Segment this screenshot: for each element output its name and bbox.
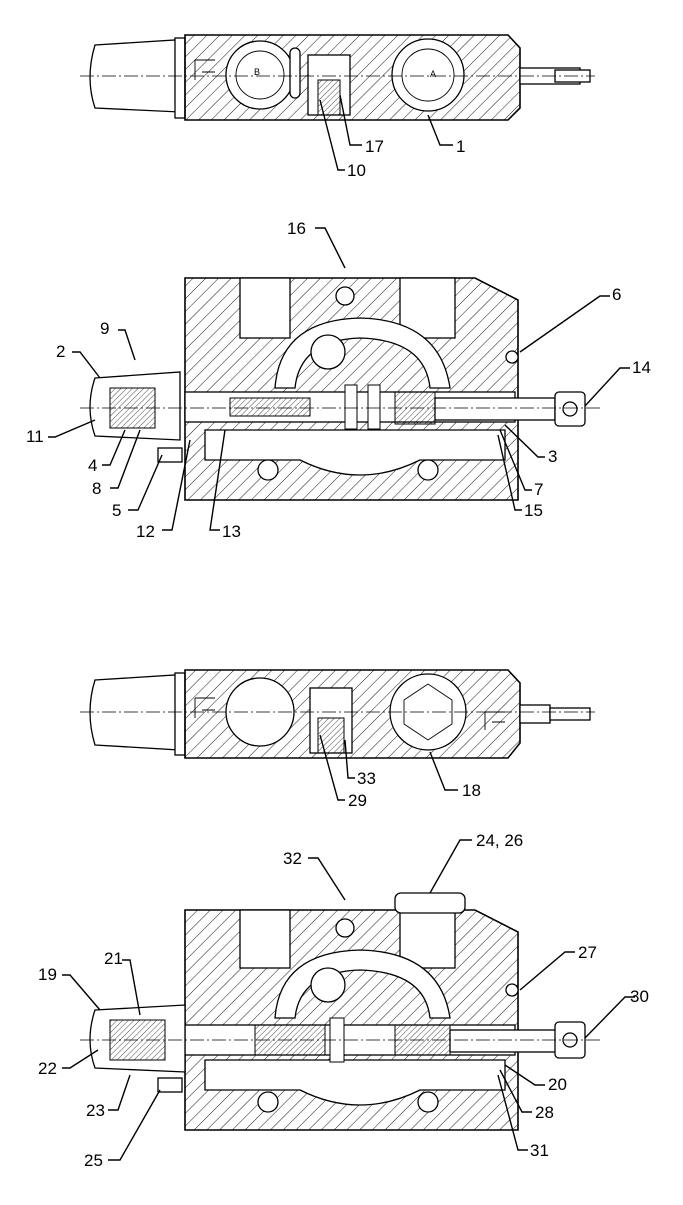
spool-handle-2 — [449, 1029, 561, 1053]
callout-20: 20 — [548, 1075, 567, 1094]
callout-17: 17 — [365, 137, 384, 156]
callout-8: 8 — [92, 479, 101, 498]
check-ball — [310, 334, 346, 370]
callout-30: 30 — [630, 987, 649, 1006]
top-view-1: B A 17 10 1 — [80, 34, 595, 180]
spool-handle — [434, 397, 556, 421]
callout-31: 31 — [530, 1141, 549, 1160]
callout-7: 7 — [534, 480, 543, 499]
callout-5: 5 — [112, 501, 121, 520]
callout-28: 28 — [535, 1103, 554, 1122]
callout-16: 16 — [287, 219, 306, 238]
callout-18: 18 — [462, 781, 481, 800]
callout-29: 29 — [348, 791, 367, 810]
spool — [229, 384, 436, 430]
callout-11: 11 — [26, 427, 44, 446]
callout-2: 2 — [56, 342, 65, 361]
port-left — [239, 277, 291, 339]
actuator-cap-2 — [89, 674, 181, 751]
callout-19: 19 — [38, 965, 57, 984]
callout-21: 21 — [104, 949, 123, 968]
callout-10: 10 — [347, 161, 366, 180]
callout-1: 1 — [456, 137, 465, 156]
port-a — [391, 38, 465, 112]
section-view-2: 32 24, 26 27 19 21 30 22 23 25 20 28 31 — [38, 831, 649, 1170]
callout-6: 6 — [612, 285, 621, 304]
callout-27: 27 — [578, 943, 597, 962]
callout-13: 13 — [222, 522, 241, 541]
port-label-a: A — [430, 69, 436, 79]
callout-33: 33 — [357, 769, 376, 788]
callout-32: 32 — [283, 849, 302, 868]
top-view-2: 33 29 18 — [80, 669, 595, 810]
section-view-1: 16 6 9 2 14 11 4 8 5 3 7 15 12 13 — [26, 219, 651, 541]
relief-valve — [394, 892, 466, 914]
callout-24-26: 24, 26 — [476, 831, 523, 850]
actuator-flange — [174, 37, 186, 119]
callout-15: 15 — [524, 501, 543, 520]
callout-9: 9 — [100, 319, 109, 338]
callout-23: 23 — [86, 1101, 105, 1120]
port-label-b: B — [254, 67, 260, 77]
callout-14: 14 — [632, 358, 651, 377]
callout-4: 4 — [88, 456, 97, 475]
callout-12: 12 — [136, 522, 155, 541]
callout-25: 25 — [84, 1151, 103, 1170]
callout-3: 3 — [548, 447, 557, 466]
callout-22: 22 — [38, 1059, 57, 1078]
